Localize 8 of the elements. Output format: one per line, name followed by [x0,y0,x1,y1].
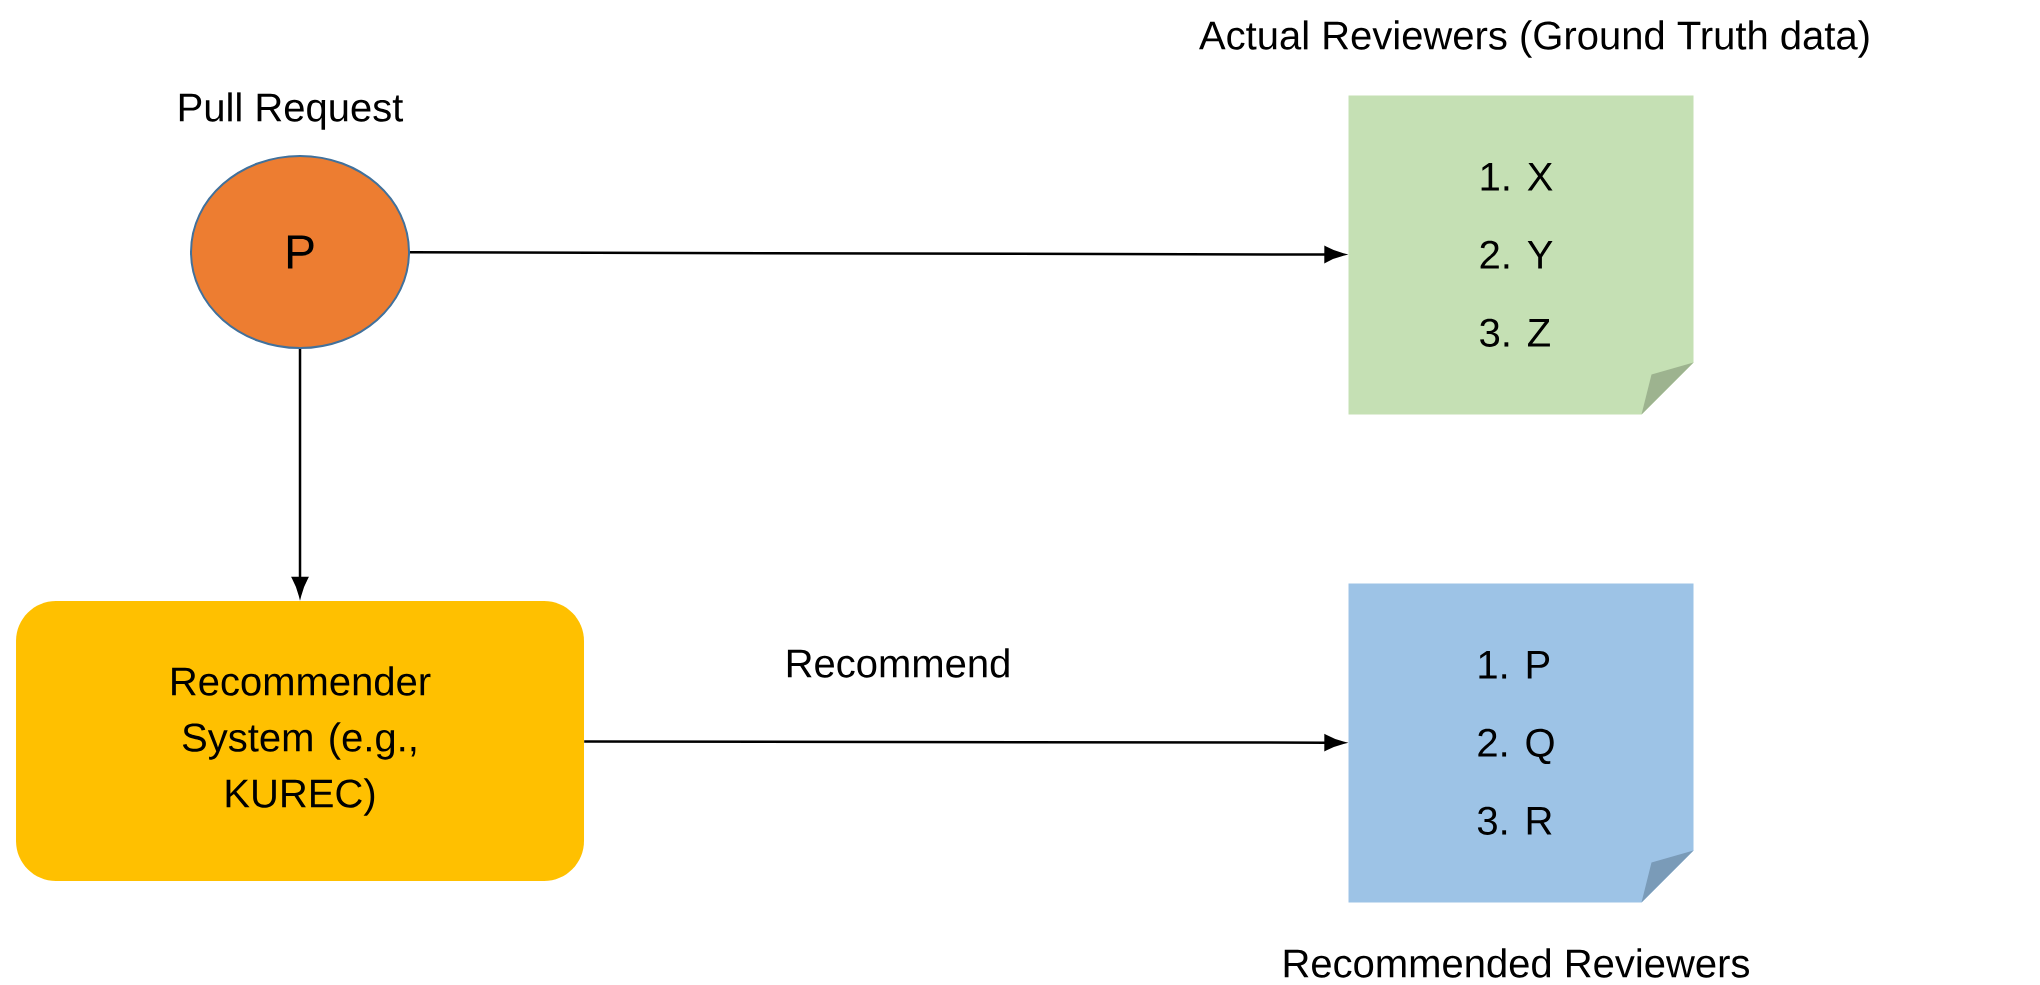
edge-label: Recommend [781,645,1015,681]
node-caption: Pull Request [179,92,404,130]
node-caption: Actual Reviewers (Ground Truth data) [1199,20,1869,58]
sticky-note: 1. P 2. Q 3. R [1348,583,1694,903]
circle-node: P [190,155,410,349]
node-caption: Recommended Reviewers [1284,948,1749,978]
process-box: Recommender System (e.g., KUREC) [16,601,584,881]
sticky-note: 1. X 2. Y 3. Z [1348,95,1694,415]
